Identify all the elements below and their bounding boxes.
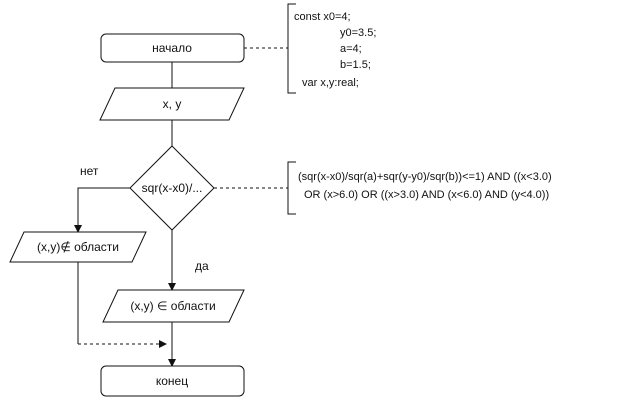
input-parallelogram xyxy=(99,87,245,121)
output-not-in-region xyxy=(9,231,147,263)
condition-diamond xyxy=(129,145,215,231)
input-label: x, y xyxy=(163,97,182,111)
end-label: конец xyxy=(156,374,188,388)
output-in-region xyxy=(102,289,245,323)
condition-note-line: (sqr(x-x0)/sqr(a)+sqr(y-y0)/sqr(b))<=1) … xyxy=(298,171,552,183)
start-label: начало xyxy=(152,41,192,55)
branch-label-yes: да xyxy=(195,259,209,273)
start-terminator xyxy=(100,33,245,63)
const-note-bracket xyxy=(287,3,296,94)
const-note-line: a=4; xyxy=(340,43,362,55)
const-note-line: var x,y:real; xyxy=(302,77,359,89)
branch-label-no: нет xyxy=(80,164,99,178)
condition-note-line: OR (x>6.0) OR ((x>3.0) AND (x<6.0) AND (… xyxy=(304,189,549,201)
condition-label: sqr(x-x0)/... xyxy=(142,181,203,195)
const-note-line: b=1.5; xyxy=(340,59,371,71)
const-note-line: const x0=4; xyxy=(294,11,351,23)
connector-condition-to-no xyxy=(74,187,130,233)
const-note-line: y0=3.5; xyxy=(340,27,376,39)
const-note: const x0=4; y0=3.5; a=4; b=1.5; var x,y:… xyxy=(294,11,376,89)
output-in-region-label: (x,y) ∈ области xyxy=(130,299,215,313)
condition-note-bracket xyxy=(287,161,296,215)
end-terminator xyxy=(100,365,245,397)
output-not-in-region-label: (x,y)∉ области xyxy=(37,240,119,254)
condition-note: (sqr(x-x0)/sqr(a)+sqr(y-y0)/sqr(b))<=1) … xyxy=(298,171,552,201)
